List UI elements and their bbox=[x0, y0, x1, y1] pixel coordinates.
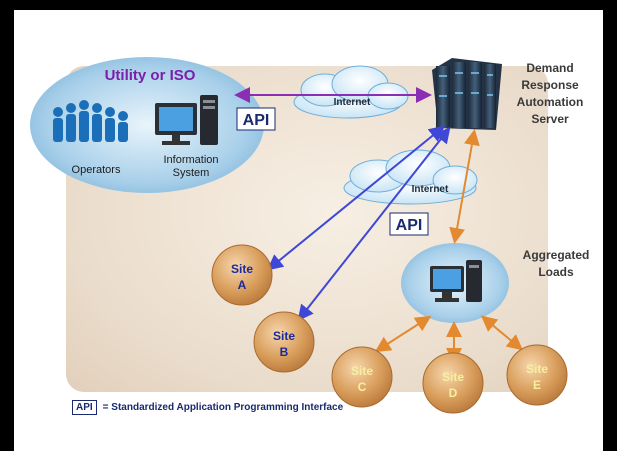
site-e-label-line2: E bbox=[533, 378, 541, 392]
legend-footer: API = Standardized Application Programmi… bbox=[72, 399, 343, 415]
site-e-label-line1: Site bbox=[526, 362, 548, 376]
server-label-line3: Automation bbox=[517, 95, 584, 109]
server-site-b-arrow bbox=[297, 126, 451, 322]
aggregated-label-line1: Aggregated bbox=[523, 248, 590, 262]
operators-label: Operators bbox=[72, 164, 121, 176]
site-a-label-line1: Site bbox=[231, 262, 253, 276]
site-c-circle bbox=[331, 346, 393, 408]
top-border bbox=[0, 0, 617, 10]
right-border bbox=[603, 0, 617, 451]
utility-title: Utility or ISO bbox=[105, 67, 196, 84]
api-box-middle bbox=[389, 212, 429, 236]
legend-text: = Standardized Application Programming I… bbox=[102, 401, 344, 413]
site-b-label-line2: B bbox=[280, 345, 289, 359]
aggregated-site-c-arrow bbox=[374, 315, 432, 353]
site-b-circle bbox=[253, 311, 315, 373]
internet-label-top: Internet bbox=[334, 97, 371, 108]
aggregated-label-line2: Loads bbox=[538, 265, 574, 279]
internet-cloud-top bbox=[293, 65, 409, 119]
site-d-circle bbox=[422, 352, 484, 414]
information-system-computer-icon bbox=[155, 95, 218, 145]
legend-api-chip: API bbox=[72, 399, 97, 415]
site-c-label-line2: C bbox=[358, 380, 367, 394]
operators-icon bbox=[53, 100, 128, 142]
server-label-line1: Demand bbox=[526, 61, 573, 75]
site-b-label-line1: Site bbox=[273, 329, 295, 343]
site-c-label-line1: Site bbox=[351, 364, 373, 378]
information-label-line1: Information bbox=[163, 154, 218, 166]
utility-ellipse bbox=[30, 57, 264, 193]
api-box-top bbox=[236, 107, 276, 131]
site-a-circle bbox=[211, 244, 273, 306]
api-label-middle: API bbox=[396, 217, 423, 234]
server-label-line2: Response bbox=[521, 78, 579, 92]
site-d-label-line2: D bbox=[449, 386, 458, 400]
server-rack-icon bbox=[432, 58, 502, 130]
information-label-line2: System bbox=[173, 167, 210, 179]
site-d-label-line1: Site bbox=[442, 370, 464, 384]
site-a-label-line2: A bbox=[238, 278, 247, 292]
site-e-circle bbox=[506, 344, 568, 406]
internet-label-middle: Internet bbox=[412, 184, 449, 195]
aggregated-site-e-arrow bbox=[480, 315, 524, 351]
server-label-line4: Server bbox=[531, 112, 569, 126]
left-border bbox=[0, 0, 14, 451]
server-aggregated-arrow bbox=[449, 129, 480, 244]
api-label-top: API bbox=[243, 112, 270, 129]
